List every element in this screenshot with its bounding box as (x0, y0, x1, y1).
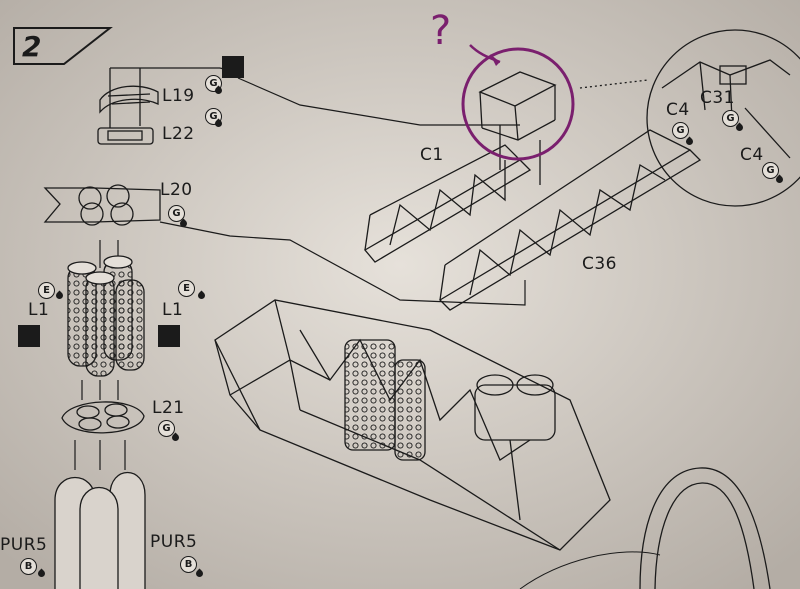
paint-code-g-l21: G (158, 420, 175, 437)
label-c36: C36 (582, 254, 618, 274)
label-c31: C31 (700, 88, 736, 108)
paint-code-b-left: B (20, 558, 37, 575)
label-pur5-left: PUR5 (0, 535, 48, 555)
fuselage-assembly (214, 299, 611, 551)
paint-code-g-l20: G (168, 205, 185, 222)
label-pur5-right: PUR5 (150, 532, 198, 552)
attention-icon-right (158, 325, 180, 347)
assembly-axis-lines (74, 240, 126, 470)
part-l19-drawing (97, 67, 220, 145)
attention-icon-top (222, 56, 244, 78)
attention-icon-left (18, 325, 40, 347)
label-l19: L19 (162, 86, 195, 106)
label-c1: C1 (420, 145, 444, 165)
step-number: 2 (22, 30, 42, 63)
label-l1-right: L1 (162, 300, 184, 320)
detail-magnifier (579, 29, 800, 207)
canopy-part (519, 467, 771, 589)
label-l20: L20 (160, 180, 193, 200)
leader-line-top (237, 77, 520, 126)
part-c1-c36-frames (364, 125, 702, 311)
paint-code-g-c4-top: G (672, 122, 689, 139)
annotation-circle (461, 44, 575, 161)
label-l1-left: L1 (28, 300, 50, 320)
paint-code-e-right: E (178, 280, 195, 297)
part-c31-frame (478, 71, 557, 141)
label-c4-top: C4 (666, 100, 690, 120)
label-l22: L22 (162, 124, 195, 144)
question-mark-annotation: ? (430, 8, 452, 54)
part-pur5-tanks (54, 471, 146, 589)
paint-code-g-c31: G (722, 110, 739, 127)
paint-code-b-right: B (180, 556, 197, 573)
paint-code-e-left: E (38, 282, 55, 299)
part-l20-drawing (43, 184, 161, 226)
step-tab (13, 27, 113, 65)
part-l21-drawing (61, 401, 145, 434)
paint-code-g-c4-right: G (762, 162, 779, 179)
label-c4-right: C4 (740, 145, 764, 165)
leader-line-l20 (159, 221, 526, 306)
part-l1-cylinders (67, 255, 145, 377)
label-l21: L21 (152, 398, 185, 418)
